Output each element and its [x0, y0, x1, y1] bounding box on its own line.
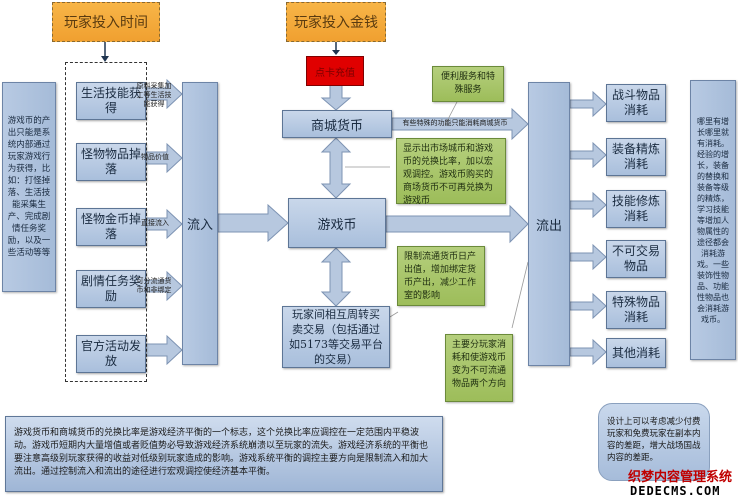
player-money-input-box: 玩家投入金钱 [286, 2, 386, 42]
source-arrow-label: 原料采集加工等生活技能获得 [136, 82, 172, 108]
sink-label: 特殊物品消耗 [611, 295, 660, 324]
sink-arrow-1 [569, 90, 607, 118]
source-label: 剧情任务奖励 [80, 274, 141, 303]
sink-box-skill-training: 技能修炼消耗 [606, 190, 666, 228]
mall-to-outflow-arrow [391, 107, 529, 141]
game-currency-label: 游戏币 [317, 217, 357, 233]
source-label: 生活技能获得 [80, 86, 141, 115]
source-arrow-label: 物品价值 [141, 153, 169, 161]
player-trade-box: 玩家间相互周转买卖交易（包括通过如5173等交易平台的交易） [282, 306, 390, 368]
design-note-text: 设计上可以考虑减少付费玩家和免费玩家在副本内容的差距，增大战场国战内容的差距。 [607, 417, 701, 463]
mall-currency-label: 商城货币 [310, 118, 363, 134]
sink-arrow-6 [569, 338, 607, 366]
right-note-text: 哪里有增长哪里就有消耗。经验的增长，装备的替换和装备等级的精炼，学习技能等增加人… [697, 116, 729, 324]
left-note-text: 游戏币的产出只能是系统内部通过玩家游戏行为获得，比如：打怪掉落、生活技能采集生产… [7, 116, 51, 258]
inflow-label: 流入 [186, 218, 213, 233]
game-to-outflow-arrow [385, 204, 529, 244]
player-money-input-label: 玩家投入金钱 [294, 15, 378, 31]
sink-box-other: 其他消耗 [606, 338, 666, 368]
player-trade-label: 玩家间相互周转买卖交易（包括通过如5173等交易平台的交易） [289, 308, 383, 366]
money-arrowhead [332, 50, 340, 55]
sink-label: 技能修炼消耗 [611, 194, 660, 223]
sink-arrow-3 [569, 191, 607, 219]
source-box-quest-reward: 剧情任务奖励 [76, 270, 146, 308]
sources-dashed-group [65, 62, 147, 382]
bottom-note-text: 游戏货币和商城货币的兑换比率是游戏经济平衡的一个标志，这个兑换比率应调控在一定范… [14, 428, 429, 477]
sink-box-equipment-refine: 装备精炼消耗 [606, 138, 666, 176]
sink-box-untradable-items: 不可交易物品 [606, 240, 666, 278]
sink-box-battle-items: 战斗物品消耗 [606, 84, 666, 122]
source-box-life-skill: 生活技能获得 [76, 82, 146, 120]
outflow-label: 流出 [535, 218, 562, 234]
right-note-column: 哪里有增长哪里就有消耗。经验的增长，装备的替换和装备等级的精炼，学习技能等增加人… [690, 80, 736, 360]
inflow-column: 流入 [182, 82, 218, 365]
services-callout-line [444, 99, 459, 126]
game-trade-double-arrow [320, 247, 352, 307]
design-note: 设计上可以考虑减少付费玩家和免费玩家在副本内容的差距，增大战场国战内容的差距。 [598, 403, 710, 481]
outflow-note: 主要分玩家消耗和使游戏币变为不可流通物品两个方向 [445, 334, 513, 402]
inflow-to-game-arrow [217, 203, 289, 243]
source-box-official-event: 官方活动发放 [76, 335, 146, 373]
source-label: 怪物金币掉落 [80, 212, 141, 241]
mall-arrow-label: 有些特殊的功能只能消耗商城货币 [402, 119, 508, 127]
exchange-note: 显示出市场城币和游戏币的兑换比率，加以宏观调控。游戏币购买的商场货币不可再兑换为… [396, 138, 506, 206]
recharge-box: 点卡充值 [306, 56, 364, 86]
outflow-callout-line [511, 261, 529, 329]
sink-arrow-2 [569, 141, 607, 169]
limit-note-text: 限制流通货币日产出值，增加绑定货币产出，减少工作室的影响 [404, 252, 477, 301]
player-time-input-box: 玩家投入时间 [52, 2, 160, 42]
player-time-input-label: 玩家投入时间 [64, 15, 148, 31]
source-arrow-label: 可分流通货币和非绑定 [136, 277, 172, 294]
bottom-note: 游戏货币和商城货币的兑换比率是游戏经济平衡的一个标志，这个兑换比率应调控在一定范… [5, 416, 443, 492]
source-label: 怪物物品掉落 [80, 147, 141, 176]
exchange-note-text: 显示出市场城币和游戏币的兑换比率，加以宏观调控。游戏币购买的商场货币不可再兑换为… [403, 144, 494, 206]
sink-label: 其他消耗 [611, 345, 660, 360]
limit-note: 限制流通货币日产出值，增加绑定货币产出，减少工作室的影响 [397, 246, 485, 306]
sink-arrow-4 [569, 243, 607, 271]
mall-currency-box: 商城货币 [282, 110, 392, 138]
watermark-line2: DEDECMS.COM [630, 484, 721, 498]
outflow-column: 流出 [528, 82, 570, 366]
source-label: 官方活动发放 [80, 339, 141, 368]
time-arrowhead [101, 56, 109, 62]
mall-game-double-arrow [320, 137, 352, 199]
watermark-line1: 织梦内容管理系统 [628, 470, 733, 485]
game-currency-box: 游戏币 [288, 198, 386, 248]
sink-label: 战斗物品消耗 [611, 88, 660, 117]
sink-label: 装备精炼消耗 [611, 142, 660, 171]
recharge-label: 点卡充值 [315, 67, 355, 79]
left-note-column: 游戏币的产出只能是系统内部通过玩家游戏行为获得，比如：打怪掉落、生活技能采集生产… [2, 82, 56, 292]
services-note: 便利服务和特殊服务 [432, 66, 504, 102]
source-arrow-label: 直接流入 [141, 219, 169, 227]
recharge-to-mall-arrow [320, 84, 352, 111]
source-box-monster-item: 怪物物品掉落 [76, 143, 146, 181]
source-box-monster-gold: 怪物金币掉落 [76, 208, 146, 246]
sink-arrow-5 [569, 292, 607, 320]
outflow-note-text: 主要分玩家消耗和使游戏币变为不可流通物品两个方向 [452, 340, 507, 389]
sink-label: 不可交易物品 [611, 244, 660, 273]
sink-box-special-items: 特殊物品消耗 [606, 291, 666, 329]
services-note-text: 便利服务和特殊服务 [440, 72, 495, 95]
